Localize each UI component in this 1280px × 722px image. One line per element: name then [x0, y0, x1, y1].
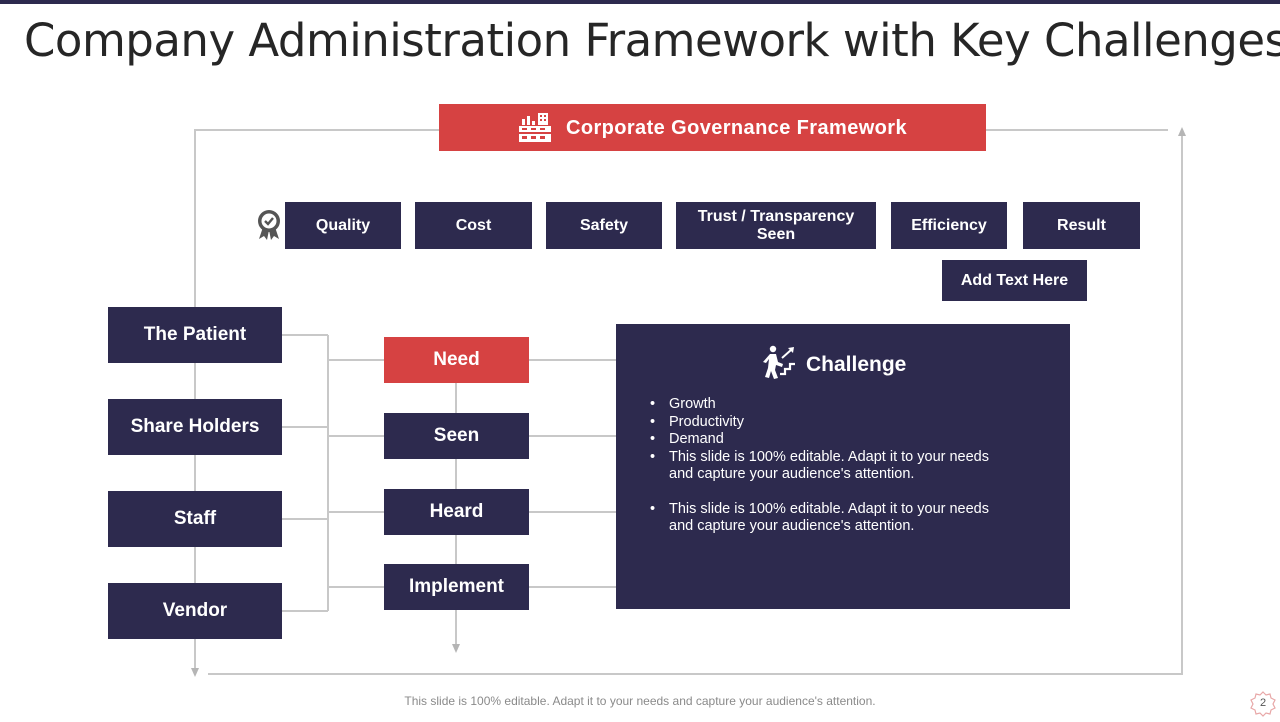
framework-header: Corporate Governance Framework	[439, 104, 986, 151]
challenge-item: Productivity	[650, 414, 990, 432]
metric-efficiency: Efficiency	[891, 202, 1007, 249]
metric-safety: Safety	[546, 202, 662, 249]
stakeholder-staff: Staff	[108, 491, 282, 547]
challenge-header: Challenge	[762, 344, 906, 385]
page-number: 2	[1249, 691, 1277, 717]
add-text-box: Add Text Here	[942, 260, 1087, 301]
footer-note: This slide is 100% editable. Adapt it to…	[404, 694, 876, 708]
challenge-item: Demand	[650, 431, 990, 449]
challenge-list: Growth Productivity Demand This slide is…	[650, 396, 990, 536]
arrow-up-right	[1178, 127, 1186, 136]
challenge-item: Growth	[650, 396, 990, 414]
step-need: Need	[384, 337, 529, 383]
stakeholder-patient: The Patient	[108, 307, 282, 363]
award-badge-icon	[256, 209, 282, 246]
challenge-item: This slide is 100% editable. Adapt it to…	[650, 449, 990, 484]
challenge-panel: Challenge Growth Productivity Demand Thi…	[616, 324, 1070, 609]
challenge-item: This slide is 100% editable. Adapt it to…	[650, 501, 990, 536]
arrow-down-left	[191, 668, 199, 677]
top-accent-bar	[0, 0, 1280, 4]
metric-result: Result	[1023, 202, 1140, 249]
metric-quality: Quality	[285, 202, 401, 249]
factory-icon	[518, 112, 552, 144]
gear-icon	[1250, 691, 1276, 717]
stakeholder-vendor: Vendor	[108, 583, 282, 639]
challenge-title: Challenge	[806, 352, 907, 376]
climbing-stairs-icon	[762, 344, 798, 385]
metric-cost: Cost	[415, 202, 532, 249]
step-heard: Heard	[384, 489, 529, 535]
stakeholder-shareholders: Share Holders	[108, 399, 282, 455]
page-number-label: 2	[1259, 697, 1267, 709]
page-title: Company Administration Framework with Ke…	[24, 14, 1280, 67]
metric-trust-transparency: Trust / Transparency Seen	[676, 202, 876, 249]
step-seen: Seen	[384, 413, 529, 459]
framework-header-label: Corporate Governance Framework	[566, 116, 907, 139]
step-implement: Implement	[384, 564, 529, 610]
frame-bottom-right	[208, 136, 1183, 675]
arrow-down-steps	[452, 644, 460, 653]
